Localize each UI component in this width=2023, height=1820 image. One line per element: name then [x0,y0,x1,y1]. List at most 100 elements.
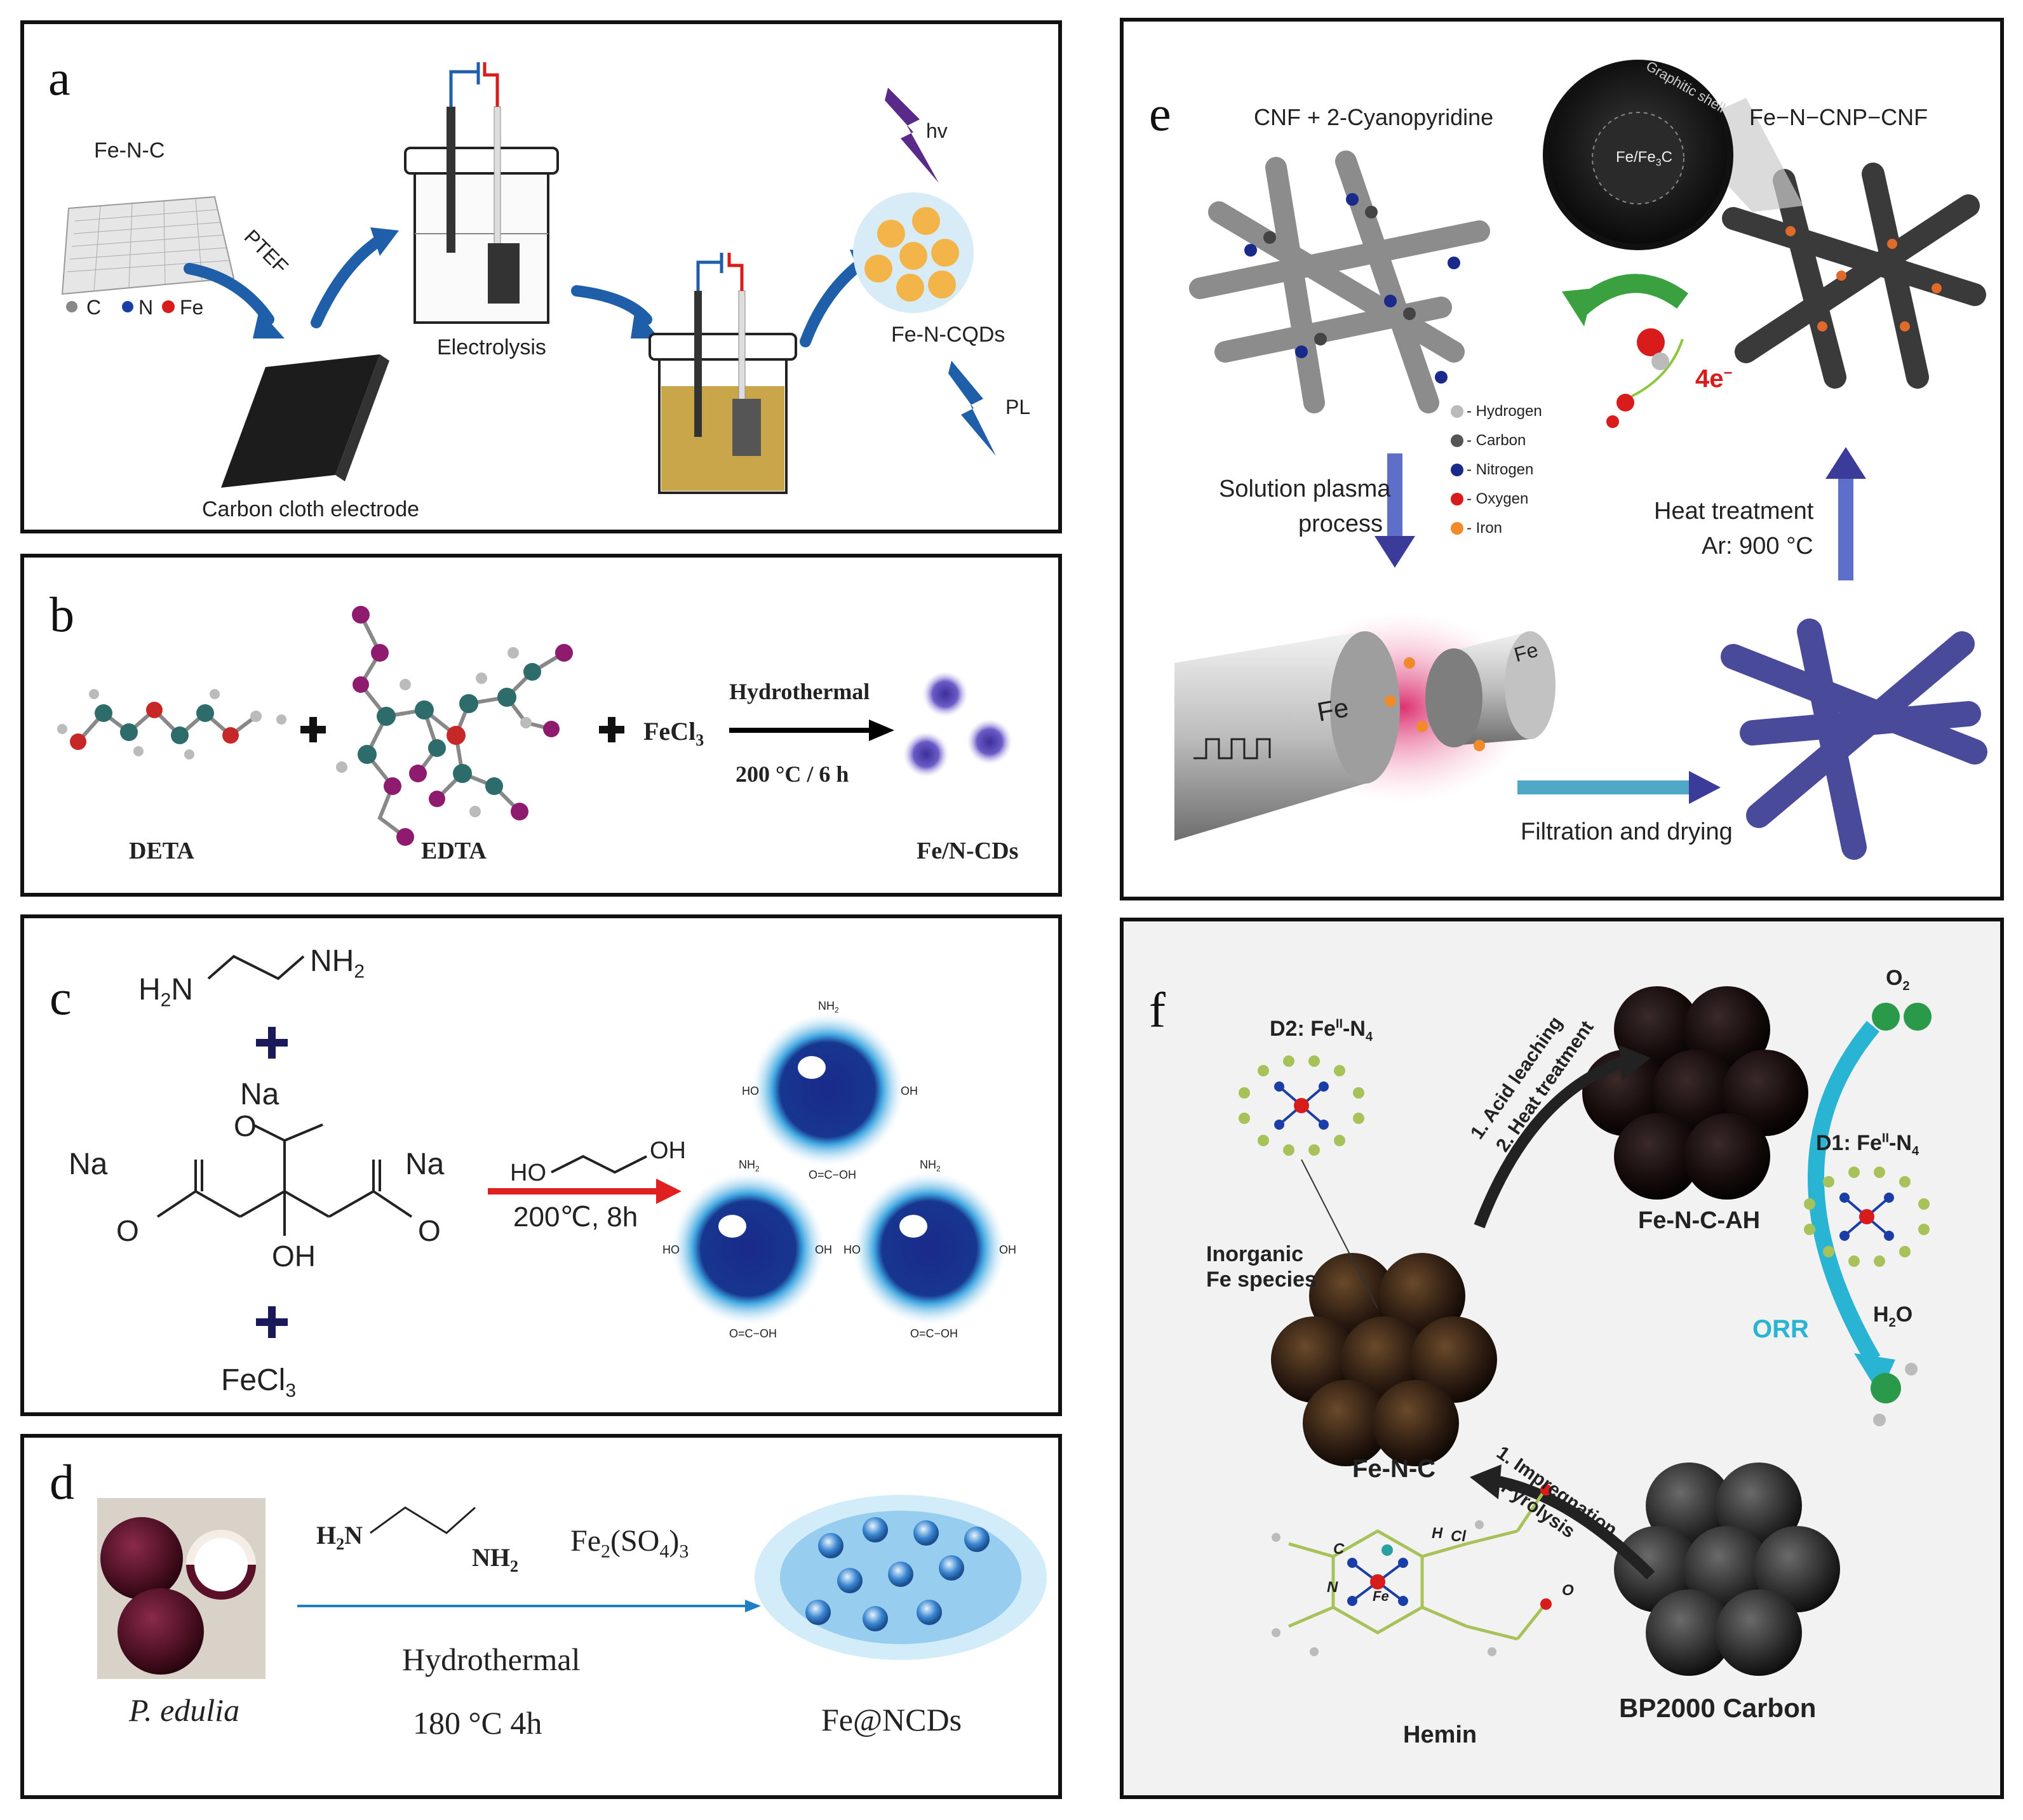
ethylenediamine-bonds [207,954,305,980]
orr-arrow [1808,1020,1881,1364]
na-left-label: Na [69,1148,108,1181]
legend-fe: Fe [180,296,204,319]
o2-label: O2 [1886,966,1910,993]
legend-oxygen: - Oxygen [1467,490,1529,507]
en-d-h2n: H2N [316,1521,363,1553]
acid-leaching-arrow [1474,1055,1627,1229]
carboxylate-o-top: O [234,1109,257,1142]
filtration-label: Filtration and drying [1521,819,1733,845]
panel-e-graphics [1174,60,1987,860]
d1-label: D1: FeII-N4 [1816,1131,1919,1158]
nanodot-right [853,1172,1005,1325]
ar-temp-label: Ar: 900 °C [1702,533,1813,559]
ho-right: HO [843,1243,861,1256]
panel-c: c H2N NH2 Na Na Na O O O OH HO OH 200℃, … [20,914,1062,1416]
process-label: process [1298,511,1383,537]
hv-lightning-icon [885,88,939,183]
pl-lightning-icon [948,361,996,456]
carbon-cloth-label: Carbon cloth electrode [202,497,420,521]
electrolysis-label: Electrolysis [437,335,546,359]
d2-fe-n4-structure-icon [1239,1055,1364,1156]
en-d-nh2: NH2 [472,1543,518,1576]
panel-d: d H2N NH2 Fe2(SO4)3 Hydrothermal 180 °C … [20,1434,1062,1799]
fe-electrode-right [1425,631,1556,747]
fe-n-cnp-particles [1785,226,1942,331]
h2o-molecule-icon [1871,1363,1918,1426]
iron-atom-icon [162,300,175,313]
plasma-particles [1385,657,1485,751]
hemin-structure-icon [1272,1484,1552,1656]
h2o-label: H2O [1873,1302,1913,1330]
panel-a-graphics [61,62,996,494]
product-beaker [649,253,797,494]
hydrothermal-label: Hydrothermal [729,679,870,704]
en-h2n-label: H2N [138,973,194,1011]
glycol-ho-label: HO [510,1160,546,1186]
panel-a-label: a [48,50,71,105]
carbon-cloth-icon [221,354,380,488]
panel-f-label: f [1149,982,1166,1038]
hemin-atom-c: C [1333,1541,1345,1558]
panel-a: a Fe-N-C C N Fe PTEF Carbon cloth electr… [20,20,1062,533]
hydroxyl-label: OH [272,1240,316,1273]
fe-ncds-cloud [755,1495,1047,1660]
right-arrow [1517,780,1689,794]
temp-time-label: 200 °C / 6 h [736,761,849,787]
hemin-atom-o: O [1562,1582,1574,1599]
en-bonds-d [370,1506,476,1534]
panel-b-graphics [57,606,1012,846]
panel-d-label: d [50,1454,74,1509]
carboxylate-o-left: O [116,1214,139,1247]
dried-fibers-icon [1721,619,1987,860]
fe-n-cds-label: Fe/N-CDs [917,838,1019,864]
hemin-atom-cl: Cl [1451,1528,1466,1545]
bp2000-label: BP2000 Carbon [1619,1693,1817,1723]
edta-molecule-icon [358,613,565,839]
electrolysis-beaker [404,62,559,324]
nitrogen-legend-icon [1451,464,1463,476]
down-arrow [1387,453,1402,536]
p-edulia-label: P. edulia [129,1692,240,1728]
hydrogen-legend-icon [1451,405,1463,418]
legend-carbon: - Carbon [1467,432,1526,449]
up-arrow [1838,479,1853,580]
fecl3-label-c: FeCl3 [221,1363,297,1402]
ho-top: HO [742,1085,759,1097]
legend-c: C [86,296,102,319]
plus-signs [256,1027,288,1338]
fe-species-label: Fe species [1206,1268,1317,1292]
d1-fe-n4-structure-icon [1804,1167,1930,1267]
oxygen-legend-icon [1451,493,1463,505]
fe-n-cnp-cnf-title: Fe−N−CNP−CNF [1749,104,1928,130]
graphitic-shell-icon [1543,60,1803,250]
citrate-bonds [156,1123,413,1236]
legend-iron: - Iron [1467,519,1503,537]
cooh-right: O=C−OH [910,1327,958,1340]
fe-n-c-label-f: Fe-N-C [1352,1455,1436,1483]
hemin-label: Hemin [1403,1722,1477,1748]
cyanopyridine-molecules [1244,193,1460,384]
nh2-right: NH2 [920,1158,941,1174]
legend-n: N [138,296,154,319]
fe-left-label: Fe [1315,692,1351,727]
cnf-fibers-icon [1189,151,1490,413]
core-label: Fe/Fe3C [1616,149,1672,168]
panel-b: b DETA EDTA FeCl3 Hydrothermal 200 °C / … [20,554,1062,897]
condition-label: 200℃, 8h [513,1201,638,1233]
nanodot-top [751,1014,904,1166]
carboxylate-o-right: O [418,1214,441,1247]
temp-time-d: 180 °C 4h [413,1705,542,1741]
fe-n-cnp-cnf-icon [1722,163,1986,389]
fe2so43-label: Fe2(SO4)3 [570,1524,689,1562]
panel-c-label: c [50,970,72,1025]
pl-label: PL [1005,396,1031,418]
glycol-oh-label: OH [650,1137,686,1164]
nh2-top: NH2 [818,1000,839,1015]
carbon-legend-icon [1451,434,1463,447]
fe-ncds-label: Fe@NCDs [821,1702,962,1737]
fecl3-label: FeCl3 [643,717,704,749]
na-top-label: Na [240,1078,279,1111]
solution-plasma-label: Solution plasma [1219,476,1391,502]
cnf-title: CNF + 2-Cyanopyridine [1254,104,1494,130]
nanodot-left [672,1172,824,1325]
